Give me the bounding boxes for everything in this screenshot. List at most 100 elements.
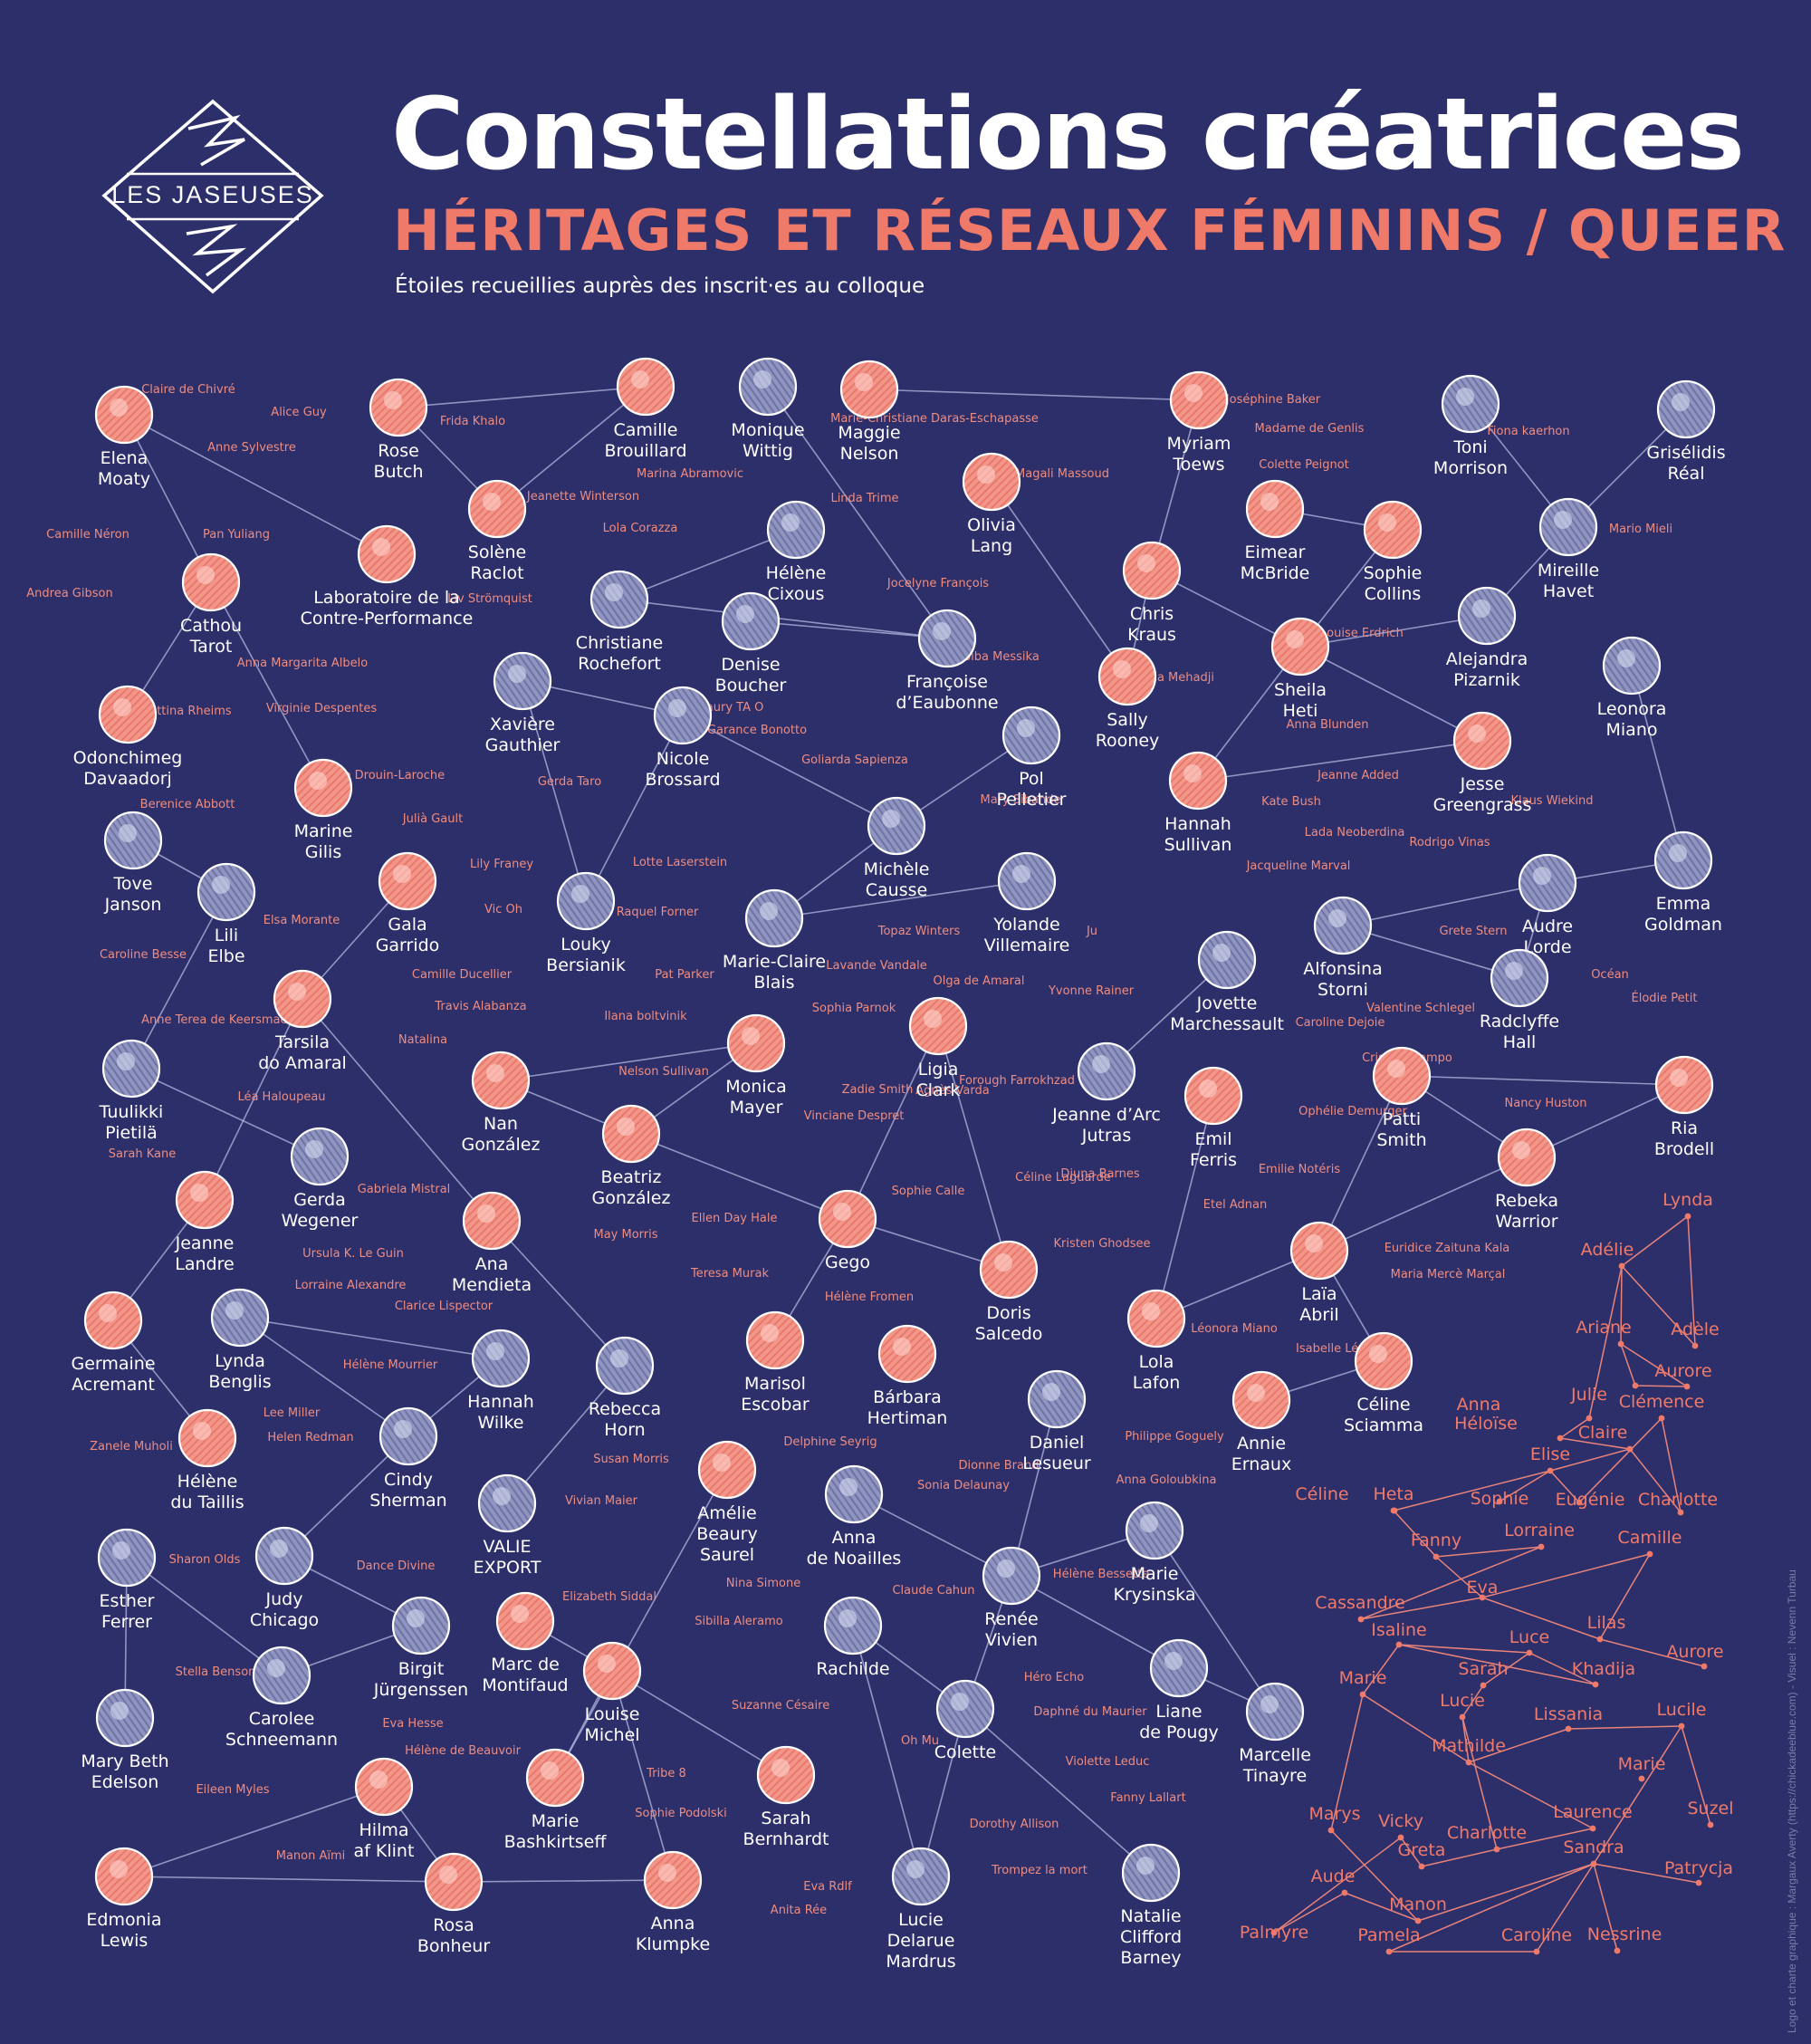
scattered-name: Kristen Ghodsee (1053, 1237, 1150, 1251)
small-constellation-line (1593, 1863, 1618, 1952)
constellation-line (611, 1670, 674, 1881)
small-star (1414, 1917, 1422, 1924)
scattered-name: Nelson Sullivan (618, 1065, 709, 1079)
small-constellation-line (1362, 1644, 1400, 1695)
constellation-line (611, 1670, 787, 1776)
scattered-name: Kate Bush (1261, 795, 1321, 809)
scattered-name: Sophie Podolski (635, 1807, 727, 1820)
constellation-line (1631, 665, 1684, 861)
portrait-highlight (394, 1420, 412, 1438)
scattered-name: Lorraine Alexandre (295, 1279, 407, 1292)
small-constellation-label: Palmyre (1240, 1923, 1308, 1943)
scattered-name: Camille Ducellier (412, 968, 513, 982)
scattered-name: Louise Erdrich (1320, 627, 1404, 640)
small-constellation-line (1528, 1652, 1596, 1685)
small-constellation-line (1629, 1448, 1682, 1513)
scattered-name: Eva Rdlf (803, 1880, 852, 1894)
constellation-line (1299, 615, 1488, 648)
scattered-name: Goliarda Sapienza (801, 753, 908, 767)
portrait-highlight (309, 772, 327, 790)
small-constellation-line (1273, 1837, 1402, 1934)
small-star (1327, 1827, 1335, 1834)
constellation-line (1154, 1530, 1276, 1713)
small-star (1614, 1947, 1621, 1954)
portrait-highlight (742, 1027, 760, 1045)
small-constellation-label: Clémence (1619, 1392, 1705, 1412)
small-star (1586, 1415, 1593, 1422)
small-constellation-line (1435, 1556, 1483, 1598)
portrait-highlight (1137, 554, 1155, 572)
small-constellation-label: Sarah (1458, 1659, 1508, 1679)
portrait-highlight (658, 1864, 676, 1882)
small-constellation-label: Lucie (1440, 1691, 1485, 1711)
portrait-highlight (668, 699, 686, 717)
small-constellation-line (1330, 1829, 1419, 1922)
star-colette: Colette (934, 1679, 996, 1762)
portrait-highlight (1505, 962, 1523, 980)
portrait-highlight (1260, 493, 1279, 511)
scattered-name: Teresa Murak (690, 1267, 769, 1281)
small-star (1592, 1681, 1599, 1688)
scattered-name: Pan Yuliang (203, 528, 270, 542)
constellation-line (767, 386, 948, 639)
scattered-name: Clarice Lispector (395, 1300, 493, 1313)
portrait-highlight (893, 1338, 911, 1356)
scattered-name: Trompez la mort (991, 1864, 1088, 1877)
page-subtitle: HÉRITAGES ET RÉSEAUX FÉMININS / QUEER (393, 197, 1787, 264)
scattered-name: Stella Benson (176, 1665, 256, 1679)
small-constellation-label: Charlotte (1447, 1823, 1527, 1843)
small-constellation-label: Patrycja (1664, 1858, 1733, 1878)
portrait-highlight (270, 1540, 288, 1558)
scattered-name: Topaz Winters (877, 925, 961, 938)
portrait-highlight (1387, 1060, 1405, 1078)
small-star (1390, 1507, 1397, 1514)
constellation-line (773, 880, 1028, 919)
portrait-highlight (196, 566, 215, 584)
portrait-highlight (610, 1349, 628, 1367)
scattered-name: Forough Farrokhzad (959, 1074, 1075, 1088)
small-constellation-line (1687, 1215, 1696, 1347)
small-constellation-label: Mathilde (1432, 1736, 1506, 1756)
small-constellation-label: Heta (1373, 1484, 1413, 1504)
scattered-name: Manon Aïmi (276, 1849, 346, 1863)
portrait-highlight (1533, 867, 1551, 885)
small-constellation-label: Anna (1457, 1395, 1501, 1415)
portrait-highlight (369, 1771, 388, 1789)
constellation-line (204, 998, 303, 1201)
small-constellation-line (1634, 1385, 1688, 1387)
scattered-name: Anna Blunden (1287, 718, 1369, 732)
